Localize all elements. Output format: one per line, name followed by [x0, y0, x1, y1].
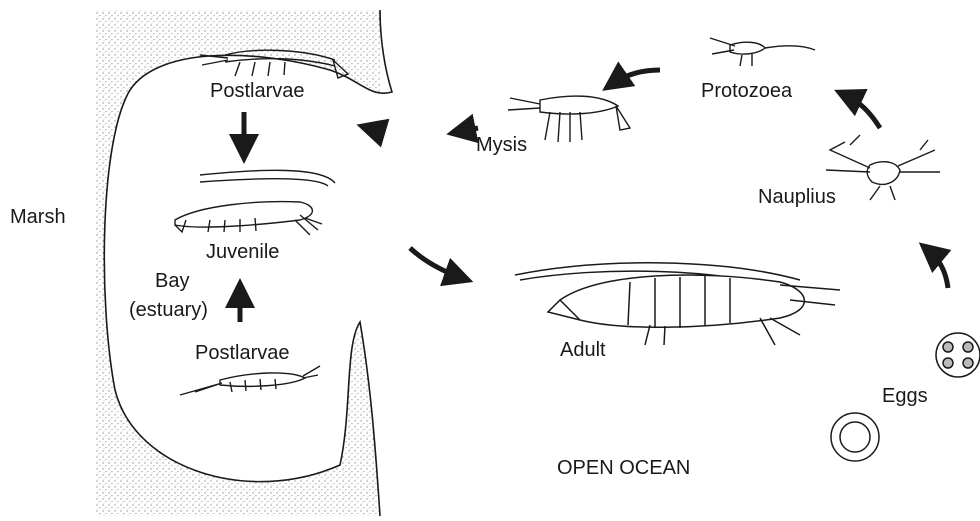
arrow-eggs-to-nauplius	[928, 250, 948, 288]
label-juvenile: Juvenile	[206, 241, 279, 263]
label-marsh: Marsh	[10, 206, 66, 228]
label-open-ocean: OPEN OCEAN	[557, 457, 690, 479]
label-postlarvae-top: Postlarvae	[210, 80, 305, 102]
nauplius-illustration	[826, 135, 940, 200]
label-eggs: Eggs	[882, 385, 928, 407]
label-protozoea: Protozoea	[701, 80, 792, 102]
arrow-protozoea-to-mysis	[612, 70, 660, 84]
arrow-nauplius-to-protozoea	[845, 95, 880, 128]
label-mysis: Mysis	[476, 134, 527, 156]
arrow-mysis-to-bay	[458, 128, 478, 132]
label-nauplius: Nauplius	[758, 186, 836, 208]
adult-illustration	[515, 263, 840, 345]
label-adult: Adult	[560, 339, 606, 361]
label-postlarvae-bottom: Postlarvae	[195, 342, 290, 364]
arrow-bay-to-adult	[410, 248, 462, 278]
protozoea-illustration	[710, 38, 815, 66]
label-estuary: (estuary)	[129, 299, 208, 321]
label-bay: Bay	[155, 270, 189, 292]
